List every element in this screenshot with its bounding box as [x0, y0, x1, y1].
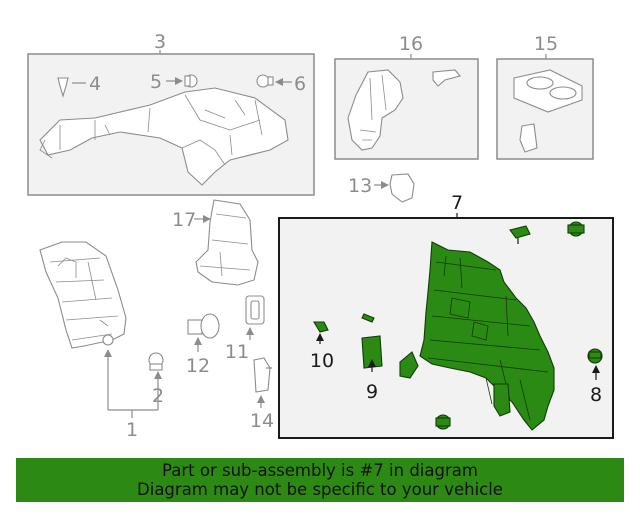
callout-3[interactable]: 3	[154, 31, 166, 53]
part-8-clip[interactable]	[587, 348, 603, 364]
part-10-clip[interactable]	[313, 321, 329, 333]
callout-15[interactable]: 15	[534, 33, 558, 55]
part-15-insert[interactable]	[519, 123, 538, 153]
banner-line-2: Diagram may not be specific to your vehi…	[137, 480, 503, 499]
part-7-clip-top-right[interactable]	[567, 221, 585, 237]
part-3-bracket[interactable]	[39, 87, 289, 186]
callout-11[interactable]: 11	[225, 341, 249, 363]
info-banner: Part or sub-assembly is #7 in diagram Di…	[16, 458, 624, 502]
part-12-clip[interactable]	[187, 313, 220, 339]
part-1-quarter-trim[interactable]	[39, 241, 127, 349]
callout-10[interactable]: 10	[310, 350, 334, 372]
part-16-clip[interactable]	[432, 69, 461, 87]
part-1-clip[interactable]	[102, 334, 114, 346]
callout-5[interactable]: 5	[150, 71, 162, 93]
part-15-cup-holder[interactable]	[513, 69, 583, 113]
part-5-clip[interactable]	[184, 74, 198, 88]
part-7-clip-bottom[interactable]	[435, 414, 451, 430]
callout-7[interactable]: 7	[451, 192, 463, 214]
callout-9[interactable]: 9	[366, 381, 378, 403]
part-11-seal[interactable]	[245, 295, 265, 325]
callout-8[interactable]: 8	[590, 384, 602, 406]
part-7-group: 7 10 9 8	[278, 192, 614, 439]
callout-14[interactable]: 14	[250, 410, 274, 432]
callout-16[interactable]: 16	[399, 33, 423, 55]
part-2-clip[interactable]	[148, 352, 164, 371]
callout-1[interactable]: 1	[126, 419, 138, 441]
part-6-clip[interactable]	[256, 74, 274, 88]
part-16-group: 16	[334, 33, 479, 160]
callout-12[interactable]: 12	[186, 355, 210, 377]
callout-17[interactable]: 17	[172, 209, 196, 231]
callout-4[interactable]: 4	[89, 73, 101, 95]
part-17-bracket[interactable]	[195, 199, 259, 286]
callout-2[interactable]: 2	[152, 385, 164, 407]
banner-line-1: Part or sub-assembly is #7 in diagram	[162, 461, 478, 480]
callout-13[interactable]: 13	[348, 175, 372, 197]
callout-6[interactable]: 6	[294, 73, 306, 95]
part-3-group: 3 4 5 6	[27, 31, 315, 196]
part-4-clip[interactable]	[57, 77, 86, 98]
part-9-pad[interactable]	[361, 335, 383, 369]
part-14-cover[interactable]	[253, 357, 271, 393]
part-7-clip-top-left[interactable]	[509, 225, 531, 244]
part-13-cap[interactable]	[389, 173, 415, 203]
part-15-group: 15	[496, 33, 594, 160]
